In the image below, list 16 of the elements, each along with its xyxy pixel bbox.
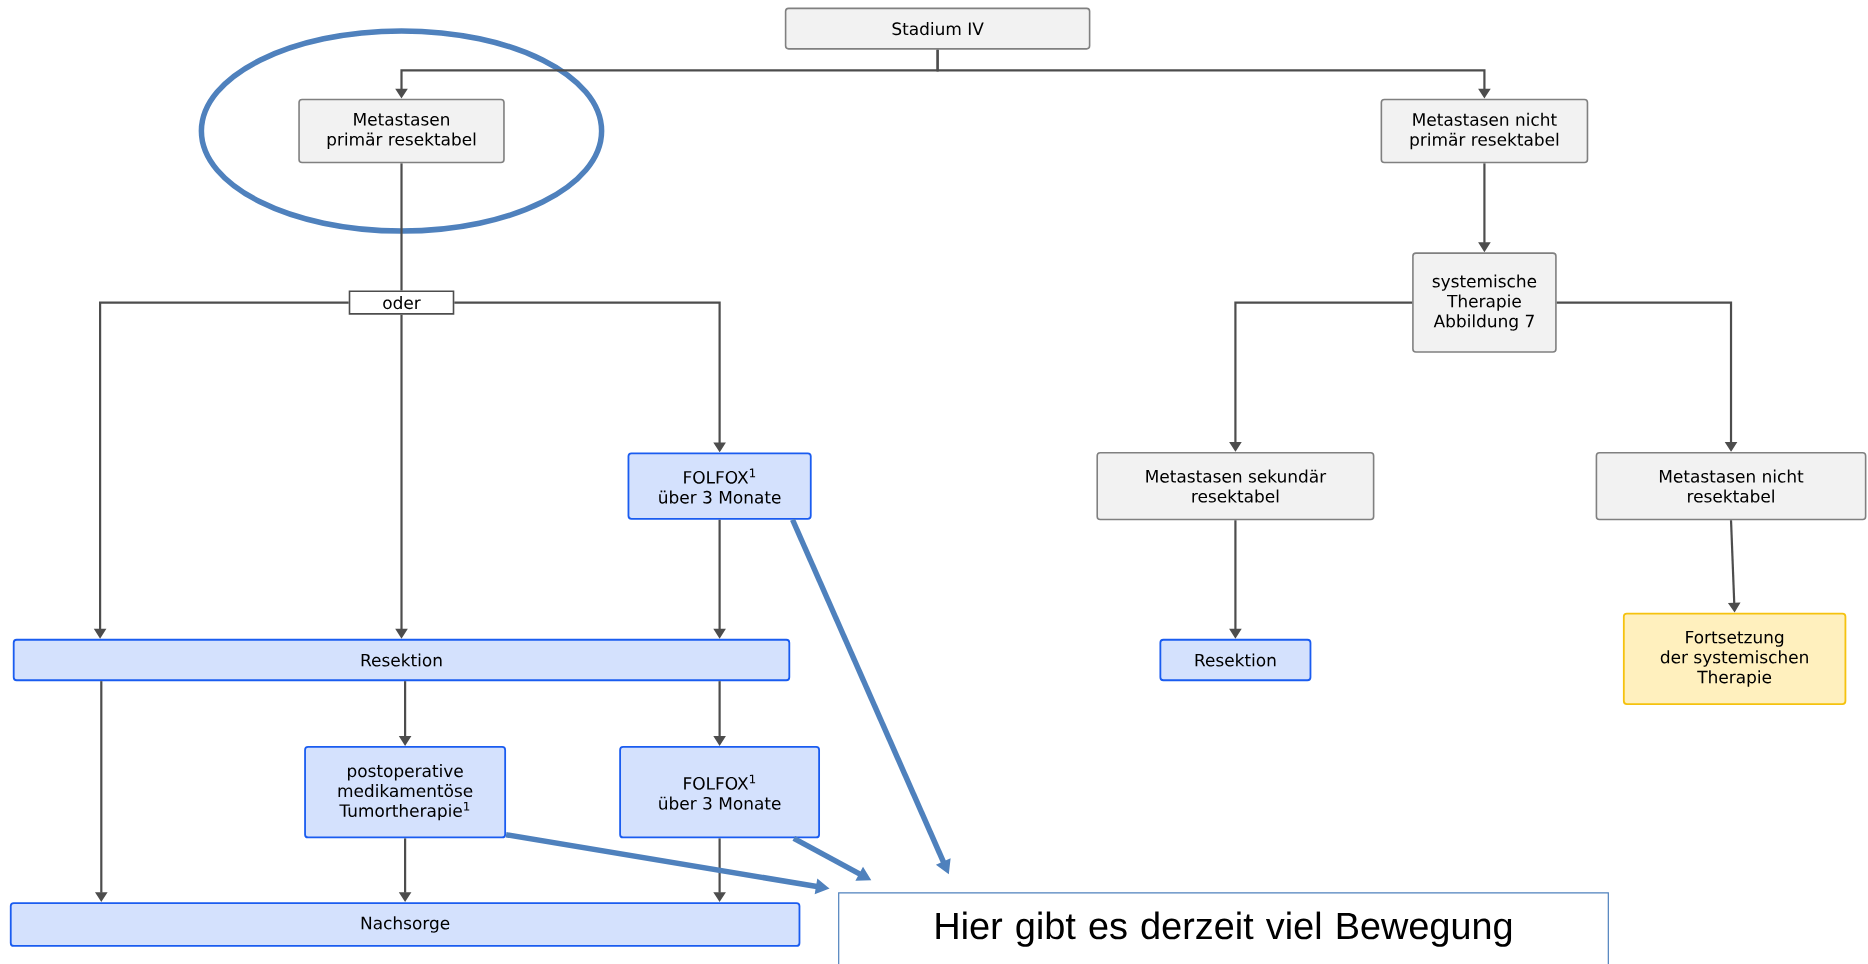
process-box: Nachsorge <box>9 902 801 947</box>
label-box: oder <box>348 290 455 315</box>
process-box: FOLFOX$^{1}$ über 3 Monate <box>619 746 820 839</box>
process-box: Fortsetzung der systemischen Therapie <box>1622 612 1847 705</box>
process-box: Resektion <box>12 638 791 682</box>
process-box: systemische Therapie Abbildung 7 <box>1412 252 1557 353</box>
note-box: Hier gibt es derzeit viel Bewegung <box>838 892 1609 964</box>
process-box: Metastasen sekundär resektabel <box>1096 451 1375 521</box>
process-box: FOLFOX$^{1}$ über 3 Monate <box>627 452 812 520</box>
connector-line <box>400 163 403 291</box>
process-box: Stadium IV <box>784 7 1091 50</box>
process-box: Metastasen nicht primär resektabel <box>1380 98 1589 164</box>
process-box: Metastasen nicht resektabel <box>1595 451 1867 521</box>
process-box: Resektion <box>1159 638 1312 682</box>
process-box: postoperative medikamentöse Tumortherapie$^{1}$ <box>304 746 507 839</box>
process-box: Metastasen primär resektabel <box>298 98 505 164</box>
